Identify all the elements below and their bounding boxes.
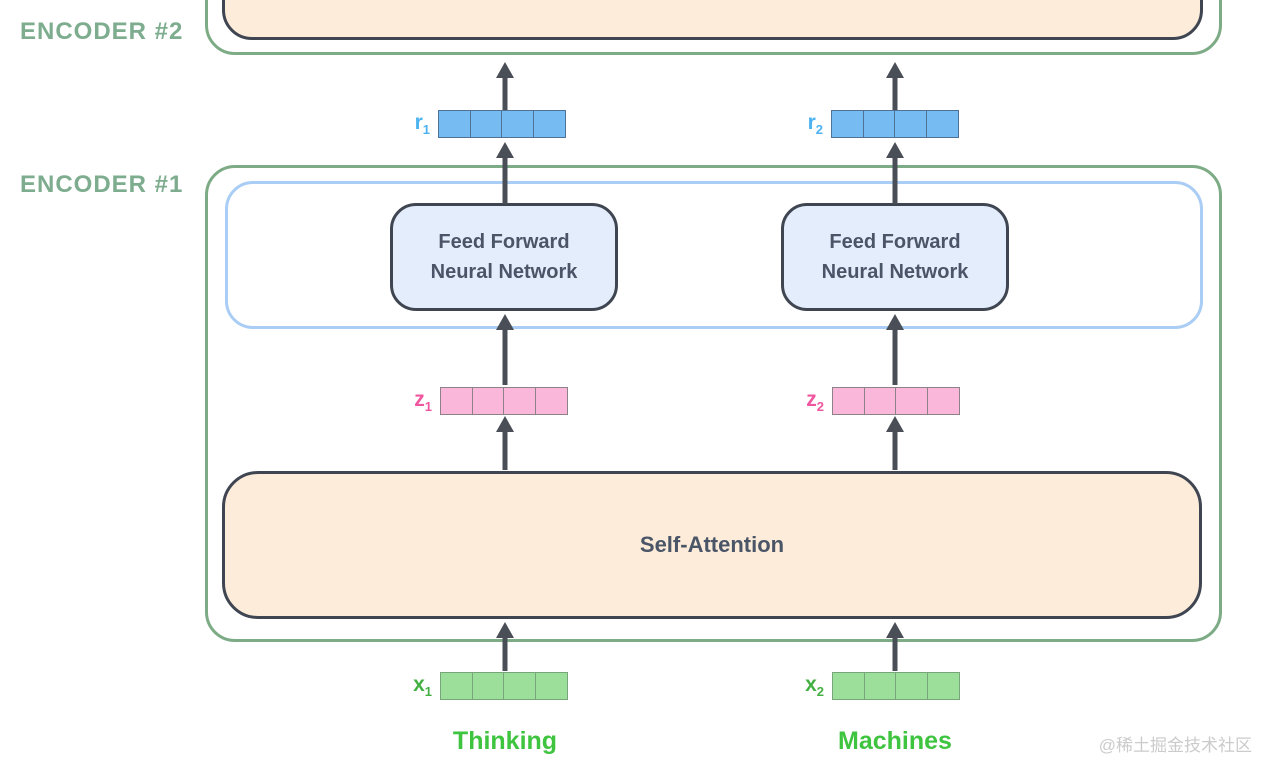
ffnn-box-2: Feed Forward Neural Network	[781, 203, 1009, 311]
encoder1-label: ENCODER #1	[20, 171, 184, 198]
ffnn2-line2: Neural Network	[821, 261, 969, 283]
vector-x2-cells	[832, 672, 960, 700]
vector-cell	[926, 672, 960, 700]
vector-z2: z2	[790, 387, 960, 415]
vector-cell	[832, 672, 865, 700]
vector-z2-label: z2	[806, 387, 824, 415]
encoder2-label: ENCODER #2	[20, 18, 184, 45]
up-arrow	[886, 62, 904, 110]
ffnn-box-1: Feed Forward Neural Network	[390, 203, 618, 311]
watermark: @稀土掘金技术社区	[1098, 736, 1252, 755]
vector-x1: x1	[398, 672, 568, 700]
vector-z1-label: z1	[414, 387, 432, 415]
vector-cell	[832, 387, 865, 415]
vector-cell	[503, 672, 536, 700]
vector-r2: r2	[789, 110, 959, 138]
vector-cell	[469, 110, 503, 138]
vector-r1-cells	[438, 110, 566, 138]
vector-cell	[863, 387, 897, 415]
ffnn2-line1: Feed Forward	[829, 231, 961, 253]
vector-cell	[471, 672, 505, 700]
vector-x2: x2	[790, 672, 960, 700]
vector-cell	[534, 387, 568, 415]
vector-cell	[471, 387, 505, 415]
vector-z1-cells	[440, 387, 568, 415]
vector-cell	[534, 672, 568, 700]
encoder2-box	[205, 0, 1222, 55]
vector-r1-label: r1	[414, 110, 430, 138]
encoder1-box	[205, 165, 1222, 642]
vector-cell	[440, 387, 473, 415]
vector-cell	[926, 387, 960, 415]
ffnn1-line1: Feed Forward	[438, 231, 570, 253]
vector-z1: z1	[398, 387, 568, 415]
vector-cell	[532, 110, 566, 138]
self-attention-box: Self-Attention	[222, 471, 1202, 619]
vector-cell	[438, 110, 471, 138]
vector-cell	[894, 110, 927, 138]
vector-x1-label: x1	[413, 672, 432, 700]
input-word-2: Machines	[838, 727, 952, 755]
vector-cell	[895, 672, 928, 700]
self-attention-label: Self-Attention	[639, 532, 785, 557]
input-word-1: Thinking	[452, 727, 558, 755]
vector-r2-cells	[831, 110, 959, 138]
vector-cell	[503, 387, 536, 415]
vector-x2-label: x2	[805, 672, 824, 700]
encoder2-inner-layer-box	[222, 0, 1203, 40]
vector-cell	[863, 672, 897, 700]
vector-cell	[831, 110, 864, 138]
vector-cell	[862, 110, 896, 138]
vector-r2-label: r2	[807, 110, 823, 138]
vector-x1-cells	[440, 672, 568, 700]
vector-cell	[501, 110, 534, 138]
vector-cell	[440, 672, 473, 700]
vector-z2-cells	[832, 387, 960, 415]
vector-cell	[925, 110, 959, 138]
feed-forward-layer-box	[225, 181, 1203, 329]
vector-cell	[895, 387, 928, 415]
up-arrow	[496, 62, 514, 110]
ffnn1-line2: Neural Network	[430, 261, 578, 283]
vector-r1: r1	[396, 110, 566, 138]
